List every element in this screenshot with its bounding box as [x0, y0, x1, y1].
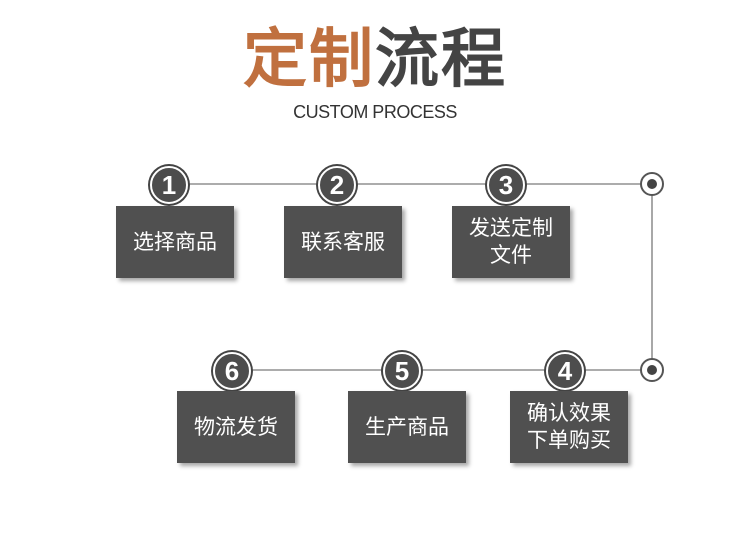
title-rest: 流程 — [375, 23, 507, 97]
page-subtitle: CUSTOM PROCESS — [293, 102, 457, 122]
step-6-badge: 6 — [213, 352, 251, 390]
page-title: 定制流程 — [0, 20, 750, 100]
step-6-label: 物流发货 — [194, 414, 278, 439]
step-2-label: 联系客服 — [301, 229, 385, 254]
step-1-label: 选择商品 — [133, 229, 217, 254]
step-3-badge: 3 — [487, 166, 525, 204]
title-accent: 定制 — [243, 23, 375, 97]
step-5-badge: 5 — [383, 352, 421, 390]
step-6-box: 物流发货 — [177, 391, 295, 463]
step-3-box: 发送定制 文件 — [452, 206, 570, 278]
step-1-badge: 1 — [150, 166, 188, 204]
step-4-label: 确认效果 下单购买 — [527, 401, 611, 452]
step-5-label: 生产商品 — [365, 414, 449, 439]
step-3-label: 发送定制 文件 — [469, 216, 553, 267]
step-4-box: 确认效果 下单购买 — [510, 391, 628, 463]
bottom-right-node-icon — [640, 358, 664, 382]
step-2-box: 联系客服 — [284, 206, 402, 278]
step-1-box: 选择商品 — [116, 206, 234, 278]
step-5-box: 生产商品 — [348, 391, 466, 463]
step-2-badge: 2 — [318, 166, 356, 204]
top-right-node-icon — [640, 172, 664, 196]
step-4-badge: 4 — [546, 352, 584, 390]
